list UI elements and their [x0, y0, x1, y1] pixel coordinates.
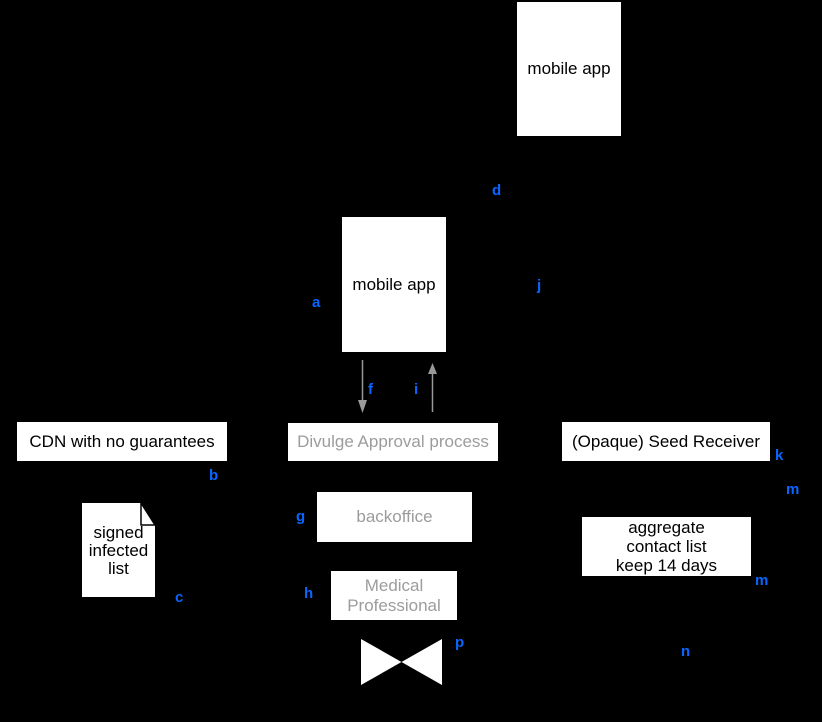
node-mobile-app-center: mobile app: [342, 217, 446, 352]
edge-label-f: f: [368, 381, 373, 398]
edge-label-b: b: [209, 467, 219, 484]
node-medical-professional: Medical Professional: [331, 571, 457, 620]
arrow-i-up: [426, 362, 439, 412]
node-aggregate-contact-list: aggregate contact list keep 14 days: [582, 517, 751, 576]
edge-label-j: j: [537, 277, 542, 294]
node-mobile-app-top: mobile app: [517, 2, 621, 136]
node-aggregate-line1: aggregate: [628, 518, 705, 537]
node-backoffice-label: backoffice: [356, 507, 433, 526]
node-medical-line1: Medical: [364, 575, 424, 595]
edge-label-i: i: [414, 381, 419, 398]
bowtie-svg: [361, 639, 442, 685]
node-aggregate-line3: keep 14 days: [615, 556, 718, 575]
node-aggregate-line2: contact list: [626, 537, 707, 556]
node-signed-list-line1: signed: [93, 523, 144, 542]
bowtie-icon: [361, 639, 442, 685]
node-cdn: CDN with no guarantees: [17, 422, 227, 461]
edge-label-d: d: [492, 182, 502, 199]
node-signed-list-label: signed infected list: [82, 524, 155, 578]
edge-label-m2: m: [755, 572, 769, 589]
node-medical-line2: Professional: [347, 595, 441, 615]
arrow-up-icon: [428, 363, 437, 412]
node-backoffice: backoffice: [317, 492, 472, 542]
edge-label-m1: m: [786, 481, 800, 498]
node-signed-infected-list: signed infected list: [82, 503, 155, 597]
node-signed-list-line3: list: [108, 559, 129, 578]
node-cdn-label: CDN with no guarantees: [29, 431, 215, 451]
edge-label-n: n: [681, 643, 691, 660]
edge-label-c: c: [175, 589, 184, 606]
arrow-f-down: [356, 359, 369, 414]
node-seed-receiver: (Opaque) Seed Receiver: [562, 422, 770, 461]
edge-label-g: g: [296, 508, 306, 525]
node-mobile-app-center-label: mobile app: [352, 274, 436, 294]
node-mobile-app-top-label: mobile app: [527, 59, 611, 78]
node-seed-receiver-label: (Opaque) Seed Receiver: [571, 431, 761, 451]
arrow-down-icon: [358, 360, 367, 413]
edge-label-a: a: [312, 294, 321, 311]
node-divulge-label: Divulge Approval process: [297, 432, 489, 451]
edge-label-h: h: [304, 585, 314, 602]
node-divulge-approval-process: Divulge Approval process: [288, 423, 498, 461]
document-icon: [82, 503, 155, 597]
edge-label-k: k: [775, 447, 784, 464]
edge-label-p: p: [455, 634, 465, 651]
node-signed-list-line2: infected: [88, 541, 149, 560]
